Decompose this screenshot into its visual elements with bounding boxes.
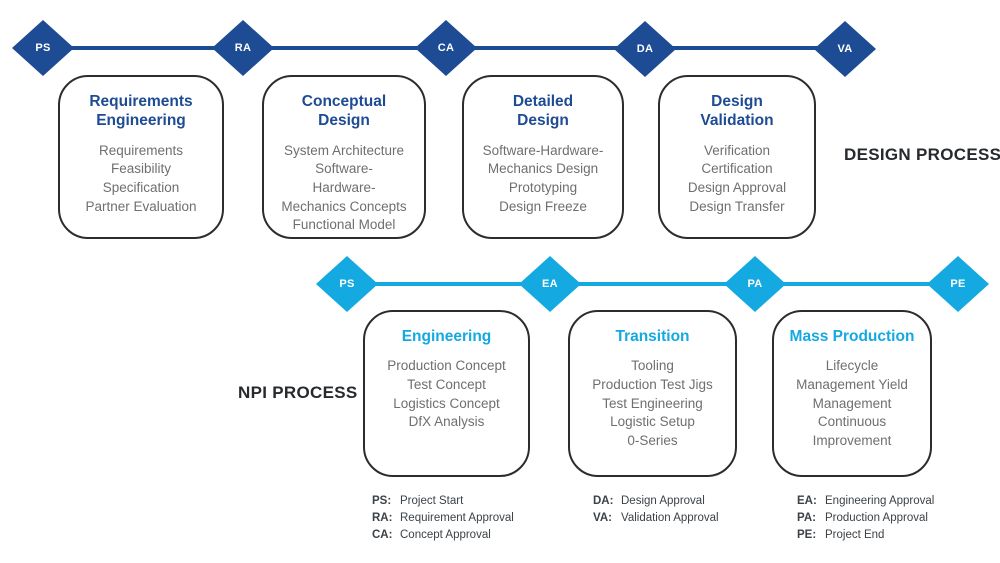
milestone-label: PS — [339, 278, 355, 290]
milestone-diamond-ps-design: PS — [12, 20, 74, 76]
milestone-label: PE — [950, 278, 966, 290]
milestone-label: VA — [837, 43, 853, 55]
phase-box-mass-production: Mass Production Lifecycle Management Yie… — [772, 310, 932, 477]
phase-box-detailed-design: Detailed Design Software-Hardware- Mecha… — [462, 75, 624, 239]
legend-abbr: CA: — [372, 529, 393, 541]
milestone-diamond-ps-npi: PS — [316, 256, 378, 312]
legend-abbr: PE: — [797, 529, 817, 541]
legend-item-va: VA: Validation Approval — [593, 510, 719, 527]
phase-body: Production Concept Test Concept Logistic… — [387, 358, 506, 430]
milestone-label: DA — [636, 43, 654, 55]
legend-item-da: DA: Design Approval — [593, 493, 719, 510]
legend-column-1: PS: Project Start RA: Requirement Approv… — [372, 493, 514, 544]
legend-abbr: PS: — [372, 495, 392, 507]
phase-title: Engineering — [401, 328, 492, 345]
milestone-diamond-pa: PA — [724, 256, 786, 312]
legend-label: Requirement Approval — [400, 512, 514, 524]
legend-label: Project End — [825, 529, 885, 541]
milestone-diamond-pe: PE — [927, 256, 989, 312]
legend-label: Concept Approval — [400, 529, 491, 541]
npi-process-line — [347, 282, 958, 286]
design-process-label: DESIGN PROCESS — [844, 145, 1000, 164]
phase-body: Software-Hardware- Mechanics Design Prot… — [482, 142, 604, 214]
phase-title: Design Validation — [700, 93, 774, 130]
phase-box-engineering: Engineering Production Concept Test Conc… — [363, 310, 530, 477]
legend-item-ra: RA: Requirement Approval — [372, 510, 514, 527]
phase-body: Lifecycle Management Yield Management Co… — [796, 358, 908, 448]
milestone-diamond-va: VA — [814, 21, 876, 77]
legend-label: Production Approval — [825, 512, 928, 524]
phase-box-requirements-engineering: Requirements Engineering Requirements Fe… — [58, 75, 224, 239]
legend-label: Project Start — [400, 495, 464, 507]
milestone-label: EA — [542, 278, 558, 290]
legend-label: Validation Approval — [621, 512, 719, 524]
legend-item-ea: EA: Engineering Approval — [797, 493, 934, 510]
legend-abbr: VA: — [593, 512, 612, 524]
milestone-diamond-da: DA — [614, 21, 676, 77]
legend-abbr: RA: — [372, 512, 393, 524]
phase-box-design-validation: Design Validation Verification Certifica… — [658, 75, 816, 239]
legend-column-2: DA: Design Approval VA: Validation Appro… — [593, 493, 719, 527]
phase-title: Mass Production — [789, 328, 915, 345]
phase-body: Verification Certification Design Approv… — [687, 142, 787, 214]
legend-column-3: EA: Engineering Approval PA: Production … — [797, 493, 934, 544]
milestone-label: CA — [437, 42, 455, 54]
legend-item-pe: PE: Project End — [797, 527, 934, 544]
phase-box-conceptual-design: Conceptual Design System Architecture So… — [262, 75, 426, 239]
milestone-diamond-ca: CA — [415, 20, 477, 76]
legend-item-ca: CA: Concept Approval — [372, 527, 514, 544]
legend-abbr: PA: — [797, 512, 816, 524]
legend-abbr: DA: — [593, 495, 614, 507]
milestone-label: PS — [35, 42, 51, 54]
legend-item-pa: PA: Production Approval — [797, 510, 934, 527]
phase-body: System Architecture Software- Hardware- … — [281, 142, 407, 233]
milestone-diamond-ra: RA — [212, 20, 274, 76]
milestone-label: PA — [747, 278, 763, 290]
phase-box-transition: Transition Tooling Production Test Jigs … — [568, 310, 737, 477]
phase-title: Transition — [615, 328, 690, 345]
phase-body: Tooling Production Test Jigs Test Engine… — [592, 358, 713, 448]
phase-title: Requirements Engineering — [89, 93, 193, 130]
legend-label: Engineering Approval — [825, 495, 935, 507]
legend-abbr: EA: — [797, 495, 817, 507]
milestone-diamond-ea: EA — [519, 256, 581, 312]
phase-title: Conceptual Design — [301, 93, 387, 130]
npi-process-label: NPI PROCESS — [238, 383, 358, 402]
phase-title: Detailed Design — [512, 93, 574, 130]
phase-body: Requirements Feasibility Specification P… — [85, 142, 197, 214]
milestone-label: RA — [234, 42, 252, 54]
legend-label: Design Approval — [621, 495, 705, 507]
legend-item-ps: PS: Project Start — [372, 493, 514, 510]
